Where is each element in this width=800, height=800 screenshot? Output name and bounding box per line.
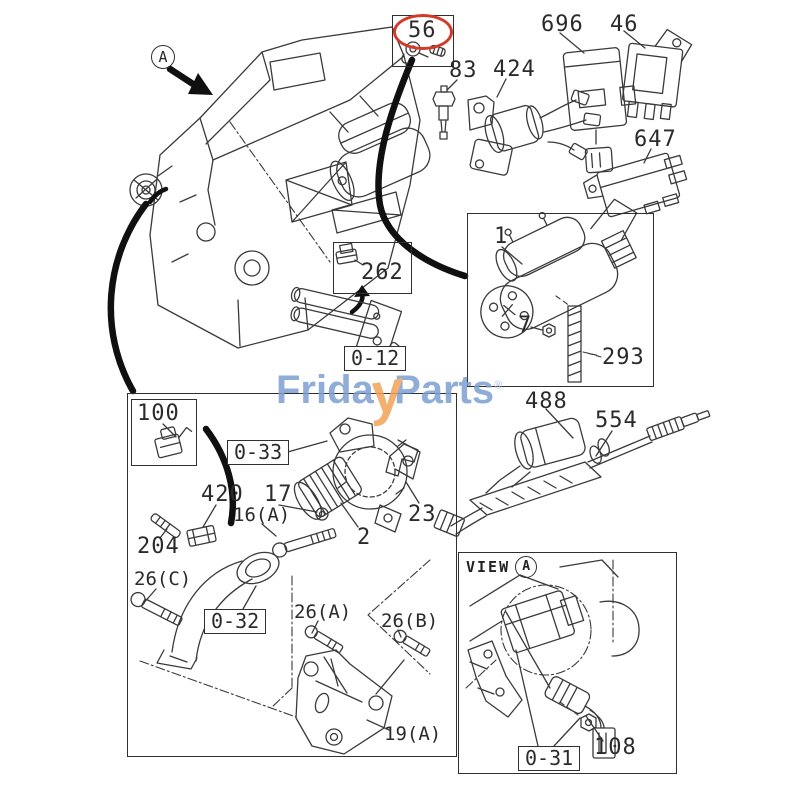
alternator-inset-art	[130, 417, 431, 755]
callout-19a: 19(A)	[384, 723, 442, 745]
ref-box-0-32: 0-32	[204, 609, 267, 634]
thick-leader-curves	[107, 56, 469, 527]
view-a-marker-inset: A	[515, 556, 538, 578]
callout-26c: 26(C)	[134, 568, 192, 590]
frame-alternator-inset	[127, 393, 457, 757]
callout-56: 56	[408, 18, 437, 43]
callout-16a: 16(A)	[233, 504, 291, 526]
callout-26b: 26(B)	[381, 610, 439, 632]
relay-696-art	[562, 47, 637, 174]
relay-46-art	[621, 28, 693, 121]
callout-293: 293	[602, 345, 645, 370]
callout-23: 23	[408, 502, 437, 527]
callout-204: 204	[137, 534, 180, 559]
callout-420: 420	[201, 482, 244, 507]
callout-2: 2	[357, 525, 372, 550]
callout-108: 108	[594, 735, 637, 760]
frame-starter-inset	[467, 213, 654, 387]
callout-262: 262	[361, 260, 404, 285]
callout-554: 554	[595, 408, 638, 433]
callout-46: 46	[610, 12, 639, 37]
callout-7: 7	[518, 313, 533, 338]
callout-488: 488	[525, 389, 568, 414]
ref-box-0-12: 0-12	[344, 346, 407, 371]
callout-83: 83	[449, 58, 478, 83]
callout-696: 696	[541, 12, 584, 37]
callout-26a: 26(A)	[294, 601, 352, 623]
callout-424: 424	[493, 57, 536, 82]
ref-box-0-33: 0-33	[227, 440, 290, 465]
ref-box-0-31: 0-31	[518, 746, 581, 771]
callout-647: 647	[634, 127, 677, 152]
view-a-title: VIEW A	[466, 556, 538, 578]
frame-connector-100	[131, 399, 197, 466]
callout-17: 17	[264, 482, 293, 507]
sensor-83-art	[432, 85, 456, 140]
view-title-text: VIEW	[466, 558, 511, 576]
actuator-cable-art	[433, 410, 711, 537]
frame-view-a-inset	[458, 552, 677, 774]
callout-1: 1	[494, 224, 509, 249]
leader-lines	[141, 30, 652, 742]
callout-100: 100	[137, 401, 180, 426]
relay-647-art	[582, 152, 688, 218]
highlight-oval-56	[393, 14, 453, 50]
solenoid-424-art	[467, 89, 602, 176]
view-a-inset-art	[465, 559, 640, 759]
frame-harness-clip	[333, 242, 412, 294]
view-a-marker-engine: A	[151, 45, 175, 69]
